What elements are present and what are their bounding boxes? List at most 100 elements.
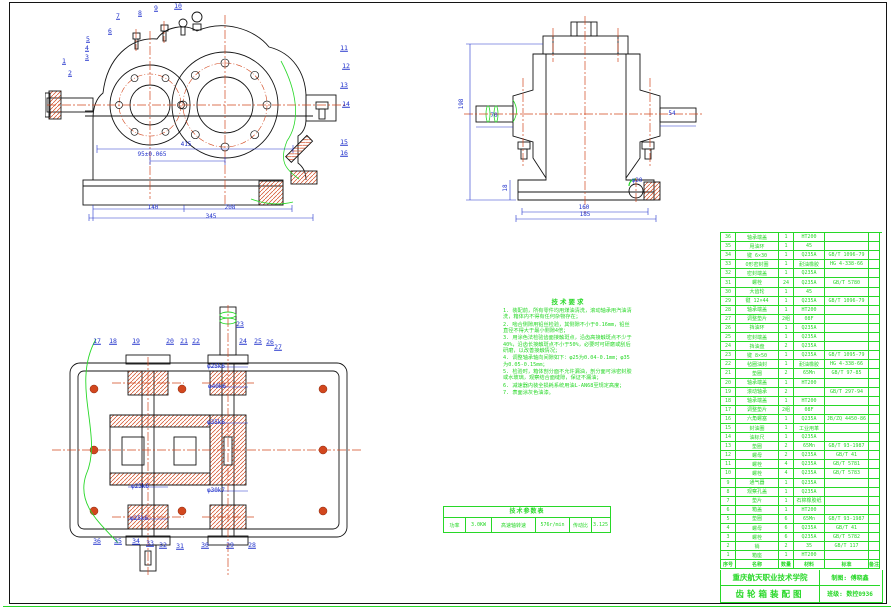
table-cell: 挡油环 [736, 323, 779, 334]
balloon: 7 [116, 11, 120, 20]
table-cell [825, 505, 869, 515]
dim-label: φ20 [631, 177, 643, 184]
param-cell: 高速轴转速 [492, 518, 536, 532]
table-cell [825, 378, 869, 388]
table-cell [869, 542, 880, 552]
table-cell: 1 [779, 233, 794, 243]
table-cell: 2 [779, 442, 794, 452]
table-cell: 17 [721, 405, 736, 415]
parts-header-row: 序号名称数量材料标准备注 [721, 560, 882, 570]
table-cell: 24 [721, 342, 736, 352]
table-cell: GB/T 97-85 [825, 369, 869, 379]
balloon: 19 [132, 336, 140, 345]
table-cell: 密封端盖 [736, 333, 779, 343]
table-cell: 垫圈 [736, 442, 779, 452]
table-cell [869, 433, 880, 443]
table-cell [869, 487, 880, 497]
dim-label: 160 [578, 204, 590, 211]
table-cell: 大齿轮 [736, 287, 779, 297]
table-cell [825, 287, 869, 297]
table-cell: 1 [779, 496, 794, 506]
table-cell: 3 [721, 533, 736, 543]
table-cell [869, 460, 880, 470]
table-cell [869, 269, 880, 279]
note-item: 1. 装配前，所有零件均用煤油清洗，滚动轴承用汽油清洗，箱体内不得有任何杂物存在… [503, 308, 632, 321]
table-cell: 18 [721, 396, 736, 406]
table-cell: 45 [794, 242, 825, 252]
balloon: 27 [274, 342, 282, 351]
table-cell: Q235A [794, 524, 825, 534]
tech-notes-title: 技术要求 [551, 298, 586, 306]
table-cell: 封油圈 [736, 423, 779, 434]
table-cell [825, 478, 869, 488]
table-cell: 65Mn [794, 442, 825, 452]
balloon: 32 [159, 540, 167, 549]
dim-label: 70 [490, 112, 498, 119]
table-cell: 调整垫片 [736, 314, 779, 324]
table-cell: 35 [794, 542, 825, 552]
table-cell: 轴承端盖 [736, 396, 779, 406]
table-cell: 6 [779, 524, 794, 534]
table-cell: HT200 [794, 551, 825, 561]
balloon: 31 [176, 541, 184, 550]
table-cell: 1 [779, 269, 794, 279]
table-cell: 螺栓 [736, 533, 779, 543]
table-cell: 08F [794, 314, 825, 324]
table-cell: 油标尺 [736, 433, 779, 443]
table-cell: GB/T 41 [825, 451, 869, 461]
table-cell: GB/T 5782 [825, 533, 869, 543]
table-cell [825, 233, 869, 243]
table-cell: HG 4-338-66 [825, 360, 869, 370]
table-cell: 耐油橡胶 [794, 260, 825, 270]
table-cell: 1 [779, 323, 794, 334]
dim-label: 185 [579, 211, 591, 218]
table-cell: 箱盖 [736, 505, 779, 515]
table-cell [869, 405, 880, 415]
balloon: 5 [86, 34, 90, 43]
balloon: 18 [109, 336, 117, 345]
balloon: 8 [138, 8, 142, 17]
table-cell [825, 396, 869, 406]
table-cell: 螺栓 [736, 469, 779, 479]
dim-label: 415 [180, 141, 192, 148]
balloon: 4 [85, 43, 89, 52]
table-cell [869, 451, 880, 461]
table-cell: 45 [794, 287, 825, 297]
table-cell: 1 [779, 433, 794, 443]
table-cell: 1 [779, 305, 794, 315]
table-cell: GB/T 1096-79 [825, 251, 869, 261]
table-cell [869, 469, 880, 479]
dim-label: 345 [205, 213, 217, 220]
table-cell: 30 [721, 287, 736, 297]
table-cell: 2 [779, 342, 794, 352]
table-cell: 23 [721, 351, 736, 361]
table-cell: 垫片 [736, 496, 779, 506]
table-cell [869, 533, 880, 543]
balloon: 34 [132, 536, 140, 545]
section-view [52, 305, 362, 575]
param-cell: 3.125 [592, 522, 609, 528]
table-cell: 7 [721, 496, 736, 506]
balloon: 12 [342, 61, 350, 70]
table-cell: 27 [721, 314, 736, 324]
table-cell: 2 [779, 542, 794, 552]
param-table-title: 技术参数表 [444, 507, 610, 518]
table-cell [869, 378, 880, 388]
table-cell: Q235A [794, 351, 825, 361]
table-cell: 工业用革 [794, 423, 825, 434]
table-cell: 毡圈油封 [736, 360, 779, 370]
table-cell: 观察孔盖 [736, 487, 779, 497]
table-cell: 1 [779, 251, 794, 261]
table-cell: 六角螺塞 [736, 414, 779, 424]
table-cell [869, 524, 880, 534]
table-cell: 21 [721, 369, 736, 379]
table-cell: Q235A [794, 323, 825, 334]
front-view [45, 11, 347, 221]
